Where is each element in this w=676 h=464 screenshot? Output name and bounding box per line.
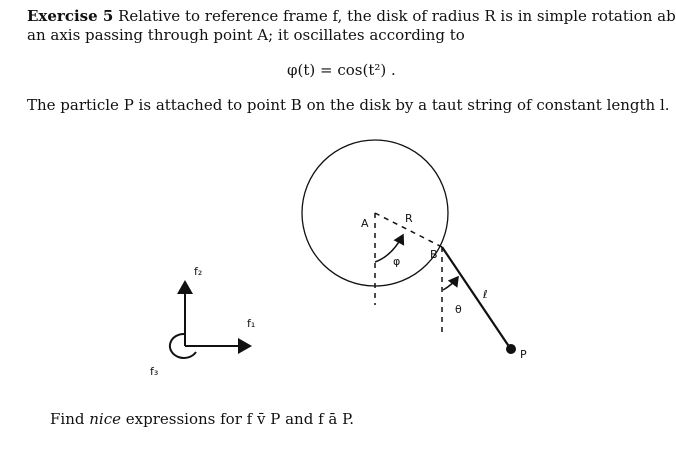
exercise-text-line-1: Exercise 5 Relative to reference frame f… [27,7,676,45]
f2-label: f₂ [194,265,202,278]
velocity-symbol: f v̄ P [246,410,281,428]
question-text: Find nice expressions for f v̄ P and f ā… [50,410,354,428]
exercise-line-3: The particle P is attached to point B on… [27,96,670,114]
label-P: P [520,348,527,361]
string-l [441,246,511,349]
particle-P [506,344,516,354]
exercise-line-1: Relative to reference frame f, the disk … [118,7,676,25]
label-phi: φ [393,255,400,268]
theta-angle-arrow [442,275,459,291]
label-A: A [361,217,369,230]
phi-angle-arrow [374,233,405,263]
label-R: R [405,212,413,225]
frame-axes: f₂ f₁ f₃ [150,265,255,378]
equation: φ(t) = cos(t²) . [287,61,396,79]
f1-label: f₁ [247,317,255,330]
label-B: B [430,248,438,261]
f3-rotation-arc [168,332,197,359]
radius-R [374,212,443,248]
f3-label: f₃ [150,365,158,378]
label-theta: θ [455,303,462,316]
exercise-line-2: an axis passing through point A; it osci… [27,26,465,44]
label-l: ℓ [482,288,488,301]
acceleration-symbol: f ā P [318,410,350,428]
exercise-heading: Exercise 5 [27,7,114,25]
